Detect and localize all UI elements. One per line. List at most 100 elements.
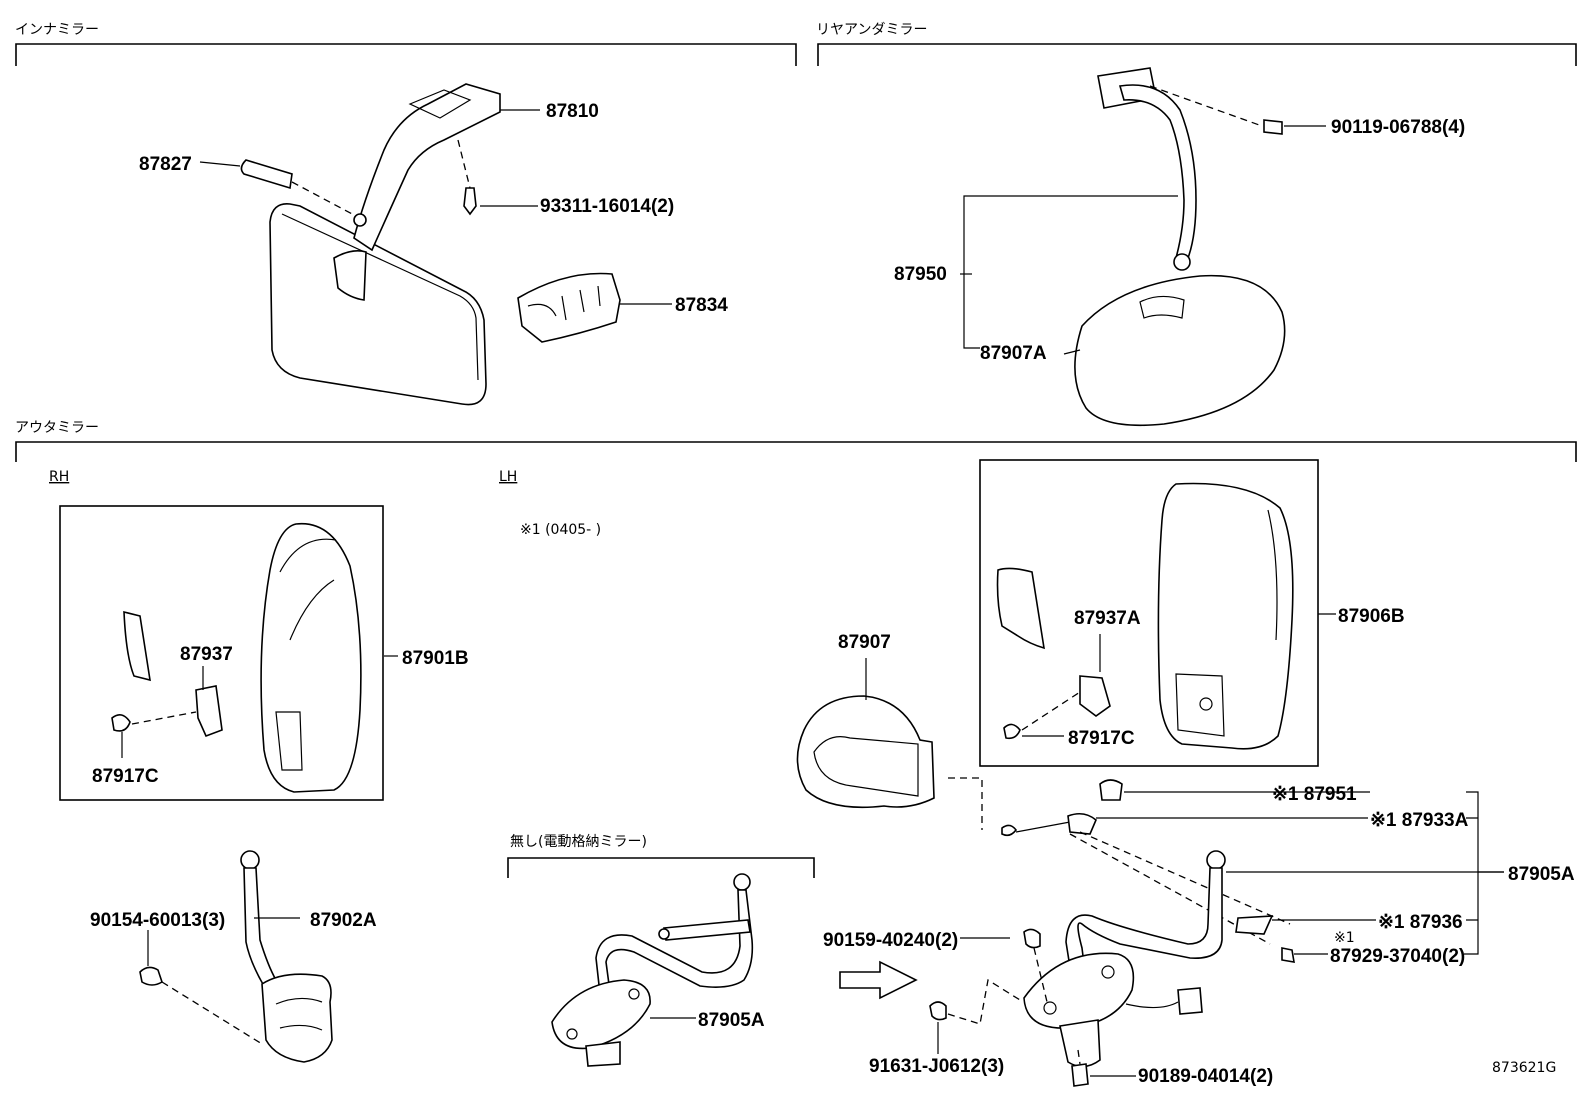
inner-mirror-drawing	[199, 83, 672, 406]
rh-stay-base-detail	[275, 997, 323, 1031]
rear-mirror-head	[1074, 274, 1286, 427]
lh-mirror-detail	[1175, 509, 1278, 737]
lh-cover-87907	[796, 695, 935, 809]
rh-bolt-dash	[161, 981, 263, 1045]
clamp-87933A	[1067, 812, 1097, 835]
outer-mirror-title: アウタミラー	[15, 420, 99, 436]
motor-housing	[1059, 1019, 1101, 1068]
screw-87929	[1281, 947, 1295, 963]
mid-stay-cross	[663, 919, 751, 941]
label-87907: 87907	[838, 632, 891, 653]
lh-clip-87937A	[1079, 675, 1111, 717]
inner-mirror-title: インナミラー	[15, 22, 99, 38]
mid-stay-ball	[733, 873, 751, 891]
bolt-91631-dash	[947, 978, 1021, 1025]
bracket-87936	[1235, 915, 1274, 935]
lh-screw-87917C	[1003, 723, 1021, 740]
no-power-fold-bracket	[507, 857, 815, 878]
label-87929-37040: 87929-37040(2)	[1330, 946, 1465, 967]
label-87936: ※1 87936	[1378, 912, 1463, 933]
label-87905A-right: 87905A	[1508, 864, 1575, 885]
rh-mirror-head	[260, 522, 362, 793]
lh-base-plate	[1023, 952, 1135, 1029]
label-87810: 87810	[546, 101, 599, 122]
label-91631-J0612: 91631-J0612(3)	[869, 1056, 1004, 1077]
outer-mirror-bracket	[15, 441, 1577, 462]
label-87905A-mid: 87905A	[698, 1010, 765, 1031]
mid-base-plate	[551, 979, 651, 1050]
cable	[1015, 821, 1071, 833]
rh-stay-rod	[243, 867, 278, 988]
mid-stay-arm	[595, 889, 754, 995]
rear-stay-arm	[1118, 84, 1197, 259]
cable-end	[1001, 824, 1018, 837]
label-87834: 87834	[675, 295, 728, 316]
inner-mirror-bracket	[15, 43, 797, 66]
lh-base-hole-2	[1101, 965, 1115, 979]
clamp-dash	[1079, 831, 1291, 925]
bracket-87905A	[1464, 791, 1479, 955]
lh-mirror-socket	[1199, 697, 1213, 711]
rh-label: RH	[49, 469, 69, 485]
lh-mirror-drawing	[796, 459, 1336, 809]
rear-under-mirror-drawing	[960, 67, 1326, 427]
mid-base-hole-2	[628, 988, 640, 1000]
mid-base-hole-1	[566, 1028, 578, 1040]
label-87901B: 87901B	[402, 648, 469, 669]
rh-clip-87937	[195, 685, 223, 738]
lh-stay-drawing	[929, 777, 1504, 1087]
rear-under-mirror-bracket	[817, 43, 1577, 66]
inner-mirror-section: インナミラー	[15, 22, 797, 66]
rh-bolt-90154	[139, 966, 163, 986]
label-87937: 87937	[180, 644, 233, 665]
lh-mirror-box	[979, 459, 1319, 767]
clamp-dash-2	[1069, 833, 1271, 945]
rh-stay-drawing	[139, 850, 333, 1063]
label-93311-16014: 93311-16014(2)	[540, 196, 674, 217]
bracket-87950	[963, 195, 1178, 349]
rh-stay-ball	[240, 850, 260, 870]
cover-87834	[517, 272, 621, 343]
label-90154-60013: 90154-60013(3)	[90, 910, 225, 931]
mid-stay-end	[658, 928, 670, 940]
bolt-90119	[1263, 119, 1283, 135]
screw-93311	[463, 187, 477, 216]
label-87951: ※1 87951	[1272, 784, 1357, 805]
figure-code: 873621G	[1492, 1060, 1556, 1076]
lh-label: LH	[499, 469, 517, 485]
harness-connector	[1177, 987, 1203, 1015]
label-87917C-rh: 87917C	[92, 766, 159, 787]
bracket-87905A-ticks	[1466, 817, 1504, 921]
stay-top	[408, 89, 472, 119]
nut-dash	[1077, 1049, 1081, 1065]
rear-under-mirror-title: リヤアンダミラー	[816, 22, 927, 38]
label-87902A: 87902A	[310, 910, 377, 931]
inner-mirror-stay	[353, 83, 501, 252]
cover-link-dash	[948, 777, 983, 830]
harness-wire	[1125, 1001, 1179, 1009]
mid-base-connector	[585, 1041, 621, 1067]
rh-screw-87917C	[111, 714, 131, 732]
lh-stay-ball	[1206, 850, 1226, 870]
label-87933A: ※1 87933A	[1370, 810, 1469, 831]
footnote: ※1 (0405- )	[520, 522, 601, 538]
leader-87907A	[1063, 349, 1081, 355]
rh-mirror-box	[59, 505, 384, 801]
rear-stay-ball	[1173, 253, 1191, 271]
bolt-dash	[1149, 85, 1263, 127]
outer-mirror-section: アウタミラー RH LH ※1 (0405- )	[15, 420, 1577, 538]
no-power-fold-drawing: 無し(電動格納ミラー)	[507, 834, 815, 1067]
direction-arrow-icon	[839, 960, 918, 1000]
rh-mirror-detail	[275, 538, 337, 771]
inner-mirror-edge	[281, 213, 479, 381]
rear-mirror-socket	[1139, 295, 1185, 319]
pin-87827	[240, 159, 293, 190]
pin-dash	[291, 181, 357, 217]
bolt-91631	[929, 1001, 947, 1021]
nut-90189	[1071, 1063, 1089, 1087]
lh-cover-inner	[813, 736, 919, 797]
cap-87951	[1099, 779, 1123, 801]
label-87950: 87950	[894, 264, 947, 285]
leader-87827	[199, 161, 241, 167]
